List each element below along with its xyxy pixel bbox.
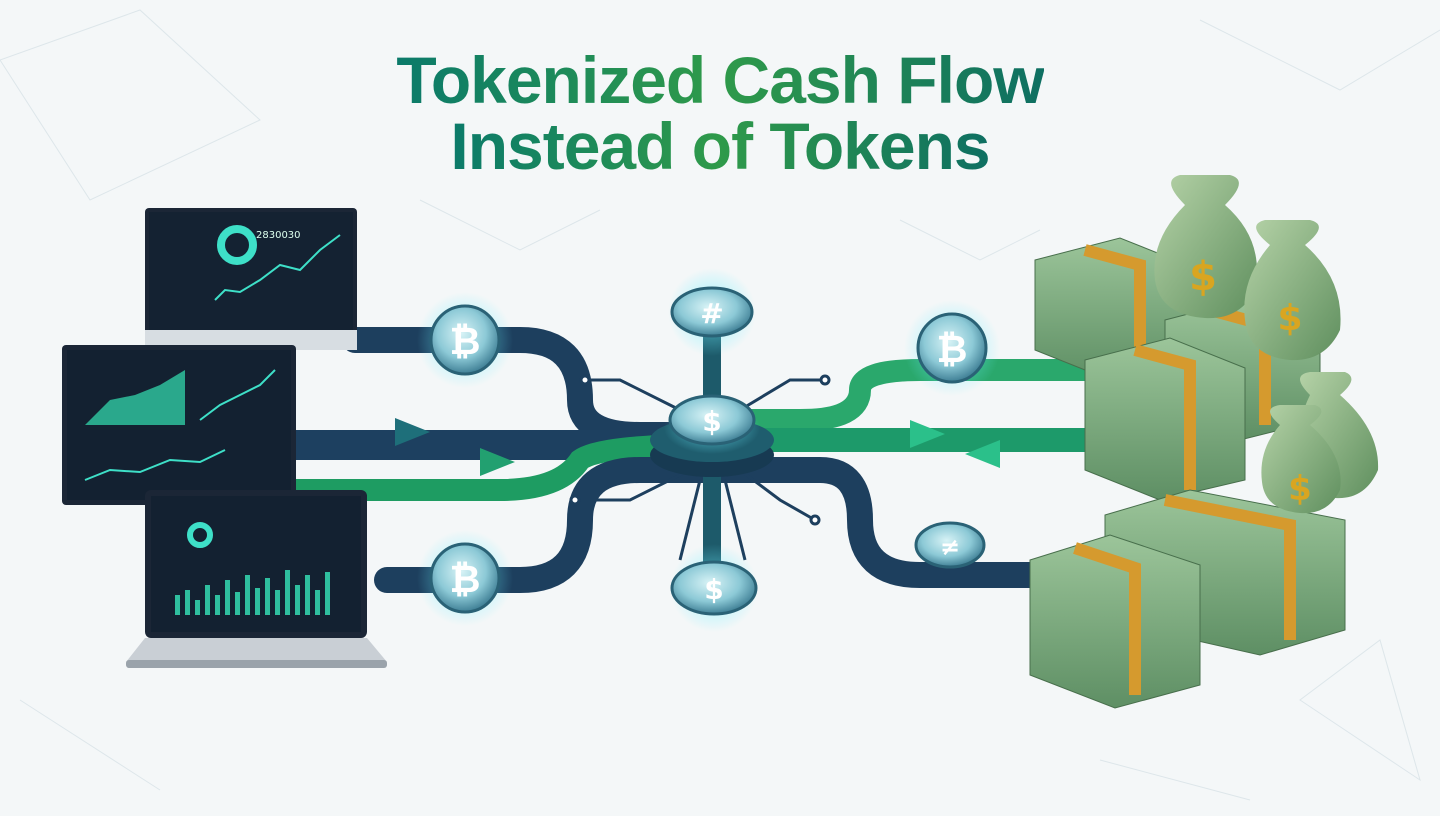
svg-text:$: $ <box>704 573 723 606</box>
pipe-top-left <box>342 327 725 448</box>
cash-stack-icon <box>1029 534 1201 709</box>
money-bags: $ $ $ <box>1154 175 1379 514</box>
svg-text:$: $ <box>1189 254 1217 300</box>
arrow-left-icon <box>965 440 1000 468</box>
arrow-right-icon <box>910 420 945 448</box>
title-line-2: Instead of Tokens <box>0 108 1440 184</box>
hash-coin-icon: # <box>668 268 756 356</box>
title-line-2-text: Instead of Tokens <box>450 109 990 183</box>
pipe-bottom-right <box>699 457 1053 588</box>
laptop-icon <box>126 490 387 668</box>
arrow-right-icon <box>395 418 430 446</box>
dollar-coin-icon: $ <box>668 394 756 446</box>
dashboard-value: 2830030 <box>256 230 301 241</box>
cash-stack-icon <box>1084 337 1246 501</box>
bitcoin-coin-icon: ₿ <box>417 530 513 626</box>
bitcoin-coin-icon: ₿ <box>904 300 1000 396</box>
bitcoin-coin-icon: ₿ <box>417 292 513 388</box>
coins: ₿ # $ ₿ ₿ $ ≠ <box>417 268 1000 632</box>
svg-text:$: $ <box>1288 469 1312 509</box>
token-coin-icon: ≠ <box>914 521 986 569</box>
svg-text:$: $ <box>1277 298 1302 339</box>
monitor-icon: 2830030 <box>145 208 357 350</box>
money-bag-icon: $ <box>1154 175 1257 319</box>
monitor-icon <box>62 345 296 505</box>
title-line-1: Tokenized Cash Flow <box>0 42 1440 118</box>
svg-text:$: $ <box>702 405 721 438</box>
svg-text:#: # <box>700 297 723 330</box>
circuit-traces <box>569 374 831 561</box>
dollar-coin-icon: $ <box>670 544 758 632</box>
svg-text:₿: ₿ <box>450 319 481 363</box>
svg-text:₿: ₿ <box>450 557 481 601</box>
flow-arrows <box>395 418 1000 476</box>
title-line-1-text: Tokenized Cash Flow <box>396 43 1044 117</box>
money-bag-icon: $ <box>1244 220 1341 361</box>
money-bag-icon: $ <box>1261 405 1341 514</box>
pipe-bottom-left <box>374 457 725 593</box>
svg-text:₿: ₿ <box>937 327 968 371</box>
pipe-top-right <box>701 359 1101 431</box>
arrow-right-icon <box>480 448 515 476</box>
background-network <box>0 9 1440 801</box>
svg-text:≠: ≠ <box>940 533 960 561</box>
